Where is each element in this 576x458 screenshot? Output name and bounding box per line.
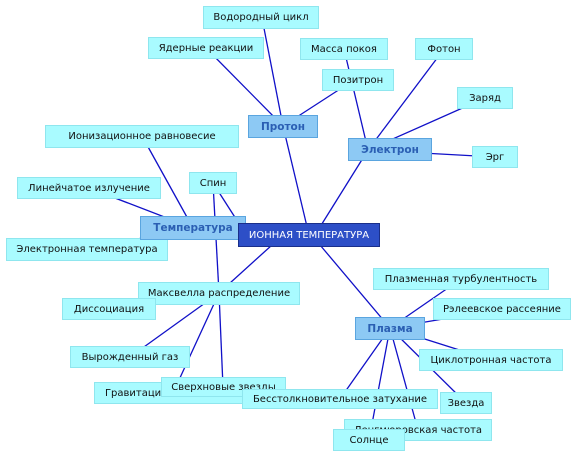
node-line-emission[interactable]: Линейчатое излучение (17, 177, 161, 199)
node-plasma-turbulence[interactable]: Плазменная турбулентность (373, 268, 549, 290)
node-collisionless-damping[interactable]: Бесстолкновительное затухание (242, 389, 438, 409)
node-electron-temperature[interactable]: Электронная температура (6, 238, 168, 261)
node-rayleigh-scattering[interactable]: Рэлеевское рассеяние (433, 298, 571, 320)
connection-line (319, 244, 391, 329)
node-star[interactable]: Звезда (440, 392, 492, 414)
connection-line (172, 292, 220, 394)
connection-line (389, 327, 419, 431)
node-hydrogen-cycle[interactable]: Водородный цикл (203, 6, 319, 29)
connection-line (261, 17, 284, 127)
connection-line (367, 48, 445, 151)
node-erg[interactable]: Эрг (472, 146, 518, 168)
node-maxwell-distribution[interactable]: Максвелла распределение (138, 282, 300, 305)
hub-plasma[interactable]: Плазма (355, 317, 425, 340)
node-rest-mass[interactable]: Масса покоя (300, 38, 388, 60)
hub-temperature[interactable]: Температура (140, 216, 246, 240)
hub-proton[interactable]: Протон (248, 115, 318, 138)
node-sun[interactable]: Солнце (333, 429, 405, 451)
central-topic[interactable]: ИОННАЯ ТЕМПЕРАТУРА (238, 223, 380, 247)
node-degenerate-gas[interactable]: Вырожденный газ (70, 346, 190, 368)
node-positron[interactable]: Позитрон (322, 69, 394, 91)
hub-electron[interactable]: Электрон (348, 138, 432, 161)
node-cyclotron-frequency[interactable]: Циклотронная частота (419, 349, 563, 371)
node-dissociation[interactable]: Диссоциация (62, 298, 156, 320)
connection-line (205, 47, 284, 127)
node-nuclear-reactions[interactable]: Ядерные реакции (148, 37, 264, 59)
node-spin[interactable]: Спин (189, 172, 237, 194)
node-photon[interactable]: Фотон (415, 38, 473, 60)
node-charge[interactable]: Заряд (457, 87, 513, 109)
connection-line (314, 149, 369, 236)
connection-line (343, 48, 369, 151)
connection-line (218, 292, 224, 388)
node-ionization-equilibrium[interactable]: Ионизационное равновесие (45, 125, 239, 148)
connection-line (282, 125, 310, 236)
connection-line (141, 135, 194, 229)
